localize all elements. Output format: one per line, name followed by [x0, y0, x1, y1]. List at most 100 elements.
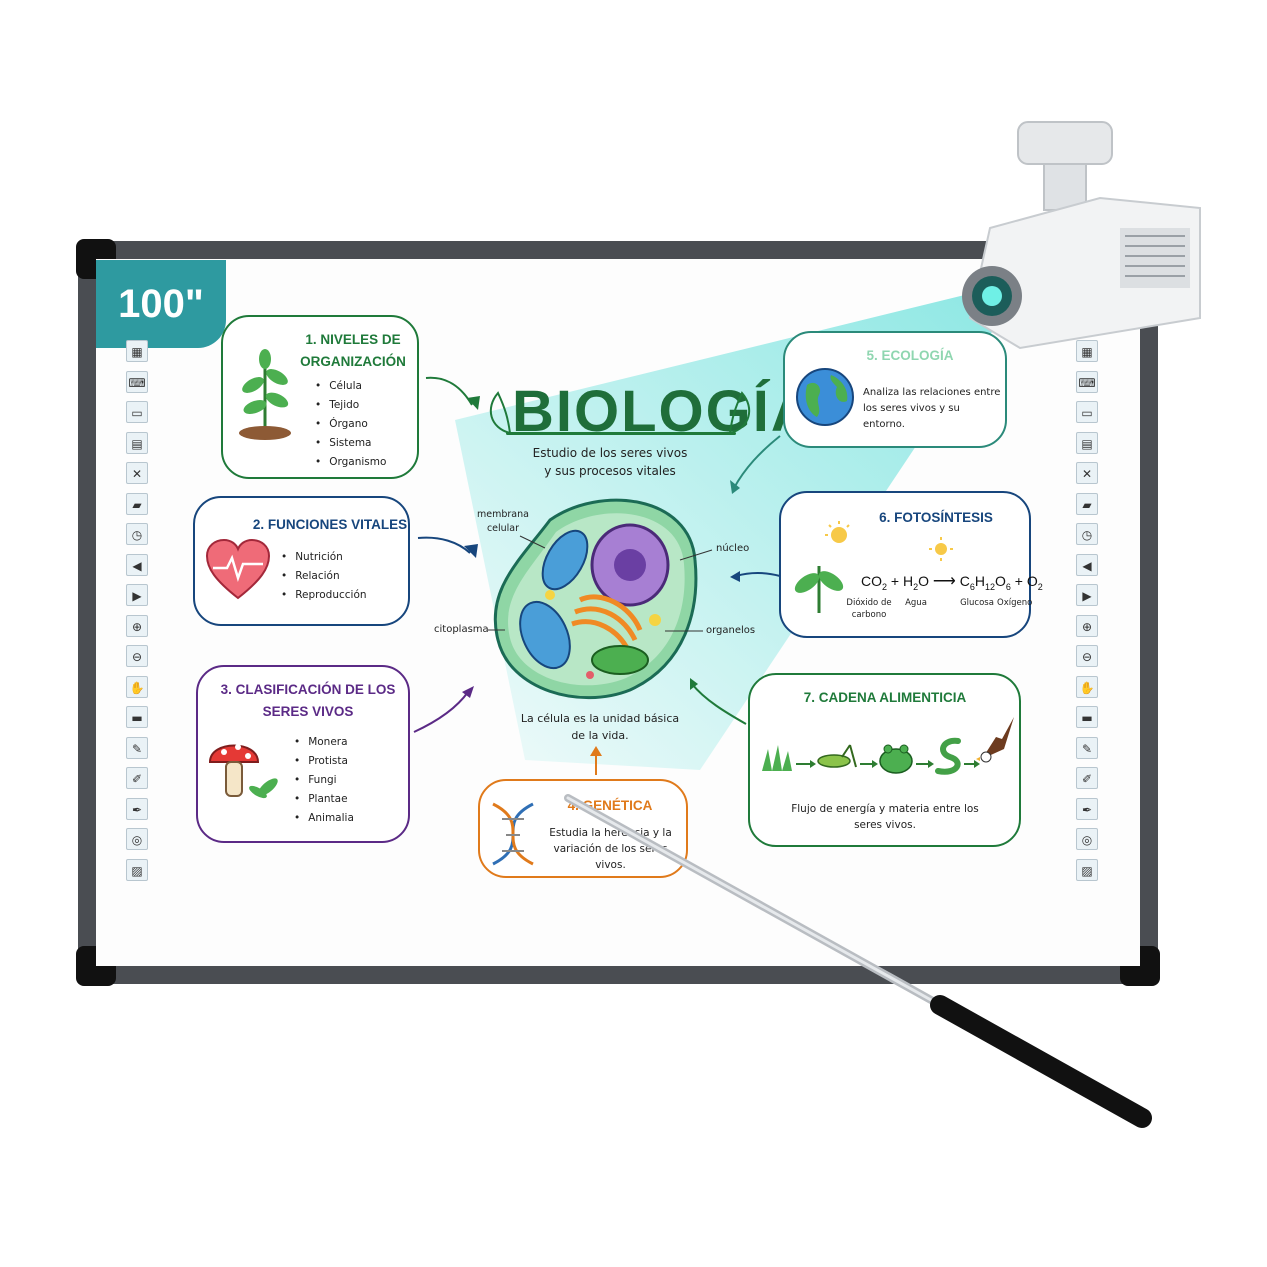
list-item: Relación: [281, 567, 367, 586]
list-item: Tejido: [315, 396, 386, 415]
card-title: 5. ECOLOGÍA: [866, 348, 954, 363]
arrow-right-icon[interactable]: ▶: [126, 584, 148, 606]
list-item: Monera: [294, 733, 354, 752]
eraser-icon[interactable]: ▬: [126, 706, 148, 728]
hand-icon[interactable]: ✋: [126, 675, 148, 698]
card-genetica[interactable]: 4. GENÉTICA Estudia la herencia y la var…: [478, 779, 688, 878]
equation-label: Dióxido de carbono: [846, 598, 892, 620]
keyboard-icon[interactable]: ⌨: [1076, 370, 1098, 393]
list-item: Plantae: [294, 790, 354, 809]
list-item: Animalia: [294, 809, 354, 828]
calculator-icon[interactable]: ▤: [126, 431, 148, 454]
heart-icon: [205, 538, 271, 600]
pen-icon[interactable]: ✎: [1076, 736, 1098, 759]
label-citoplasma: citoplasma: [434, 624, 489, 635]
size-badge: 100": [96, 260, 226, 348]
arrow-right-icon[interactable]: ▶: [1076, 584, 1098, 606]
clock-icon[interactable]: ◷: [126, 523, 148, 545]
leaf-icon: [728, 391, 751, 435]
frog-icon: [879, 744, 913, 774]
magnifier-icon[interactable]: ◎: [126, 828, 148, 850]
list-item: Órgano: [315, 415, 386, 434]
marker-icon[interactable]: ✐: [1076, 767, 1098, 789]
right-toolbar: ▦ ⌨ ▭ ▤ ✕ ▰ ◷ ◀ ▶ ⊕ ⊖ ✋ ▬ ✎ ✐ ✒ ◎ ▨: [1076, 340, 1100, 889]
highlighter-icon[interactable]: ✒: [126, 797, 148, 820]
eraser-icon[interactable]: ▬: [1076, 706, 1098, 728]
card-title: 6. FOTOSÍNTESIS: [879, 510, 993, 525]
grid-icon[interactable]: ▦: [1076, 340, 1098, 362]
card-title: 7. CADENA ALIMENTICIA: [803, 690, 967, 705]
screen-icon[interactable]: ▭: [1076, 401, 1098, 423]
image-icon[interactable]: ▨: [1076, 858, 1098, 881]
card-fotosintesis[interactable]: 6. FOTOSÍNTESIS CO2 + H2O ⟶ C6H12O6 + O2…: [779, 491, 1043, 638]
list-item: Sistema: [315, 434, 386, 453]
card-text: Estudia la herencia y la variación de lo…: [549, 827, 672, 871]
folder-icon[interactable]: ▰: [126, 492, 148, 515]
plant-sun-icon: [794, 521, 850, 613]
subtitle: Estudio de los seres vivos y sus proceso…: [532, 446, 688, 478]
card-funciones[interactable]: 2. FUNCIONES VITALES Nutrición Relación …: [193, 496, 410, 626]
list-item: Célula: [315, 377, 386, 396]
label-membrana: membrana celular: [477, 509, 529, 534]
sun-icon: [929, 537, 953, 561]
close-icon[interactable]: ✕: [1076, 462, 1098, 484]
card-title: 3. CLASIFICACIÓN DE LOS SERES VIVOS: [220, 682, 396, 719]
card-cadena[interactable]: 7. CADENA ALIMENTICIA Flujo de energía y…: [748, 673, 1021, 847]
list-item: Organismo: [315, 453, 386, 472]
globe-icon: [796, 368, 854, 426]
card-ecologia[interactable]: 5. ECOLOGÍA Analiza las relaciones entre…: [783, 331, 1007, 448]
title-underline: [506, 432, 736, 435]
projector-icon: [962, 121, 1201, 350]
card-list: Célula Tejido Órgano Sistema Organismo: [315, 377, 386, 472]
screen-icon[interactable]: ▭: [126, 401, 148, 423]
grasshopper-icon: [817, 744, 857, 768]
eagle-icon: [976, 717, 1014, 763]
close-icon[interactable]: ✕: [126, 462, 148, 484]
keyboard-icon[interactable]: ⌨: [126, 370, 148, 393]
list-item: Nutrición: [281, 548, 367, 567]
label-organelos: organelos: [706, 625, 756, 636]
photosynthesis-equation: CO2 + H2O ⟶ C6H12O6 + O2: [861, 573, 1043, 592]
zoom-out-icon[interactable]: ⊖: [1076, 645, 1098, 667]
list-item: Protista: [294, 752, 354, 771]
card-title: 4. GENÉTICA: [567, 798, 653, 813]
dna-icon: [492, 802, 534, 866]
hand-icon[interactable]: ✋: [1076, 675, 1098, 698]
arrow-left-icon[interactable]: ◀: [1076, 553, 1098, 576]
card-clasificacion[interactable]: 3. CLASIFICACIÓN DE LOS SERES VIVOS Mone…: [196, 665, 410, 843]
equation-label: Agua: [905, 598, 927, 608]
card-list: Nutrición Relación Reproducción: [281, 548, 367, 605]
card-text: Analiza las relaciones entre los seres v…: [863, 387, 1001, 430]
pen-icon[interactable]: ✎: [126, 736, 148, 759]
magnifier-icon[interactable]: ◎: [1076, 828, 1098, 850]
card-niveles[interactable]: 1. NIVELES DE ORGANIZACIÓN Célula Tejido…: [221, 315, 419, 479]
card-list: Monera Protista Fungi Plantae Animalia: [294, 733, 354, 828]
zoom-in-icon[interactable]: ⊕: [126, 614, 148, 637]
equation-label: Oxígeno: [997, 598, 1033, 608]
leaf-icon: [489, 391, 512, 435]
zoom-out-icon[interactable]: ⊖: [126, 645, 148, 667]
cell-caption: La célula es la unidad básica de la vida…: [520, 712, 680, 742]
calculator-icon[interactable]: ▤: [1076, 431, 1098, 454]
grass-icon: [762, 745, 792, 771]
image-icon[interactable]: ▨: [126, 858, 148, 881]
plant-icon: [239, 349, 291, 440]
list-item: Reproducción: [281, 586, 366, 605]
folder-icon[interactable]: ▰: [1076, 492, 1098, 515]
equation-label: Glucosa: [960, 598, 994, 608]
card-title: 2. FUNCIONES VITALES: [252, 517, 408, 532]
mushroom-icon: [208, 744, 278, 799]
arrow-left-icon[interactable]: ◀: [126, 553, 148, 576]
card-title: 1. NIVELES DE ORGANIZACIÓN: [300, 332, 406, 369]
clock-icon[interactable]: ◷: [1076, 523, 1098, 545]
zoom-in-icon[interactable]: ⊕: [1076, 614, 1098, 637]
title-block: BIOLOGÍA: [480, 378, 813, 454]
food-chain-icons: [762, 717, 1014, 775]
left-toolbar: ▦ ⌨ ▭ ▤ ✕ ▰ ◷ ◀ ▶ ⊕ ⊖ ✋ ▬ ✎ ✐ ✒ ◎ ▨: [126, 340, 150, 889]
list-item: Fungi: [294, 771, 354, 790]
highlighter-icon[interactable]: ✒: [1076, 797, 1098, 820]
card-text: Flujo de energía y materia entre los ser…: [791, 803, 979, 831]
marker-icon[interactable]: ✐: [126, 767, 148, 789]
cell-illustration: [493, 498, 698, 700]
grid-icon[interactable]: ▦: [126, 340, 148, 362]
